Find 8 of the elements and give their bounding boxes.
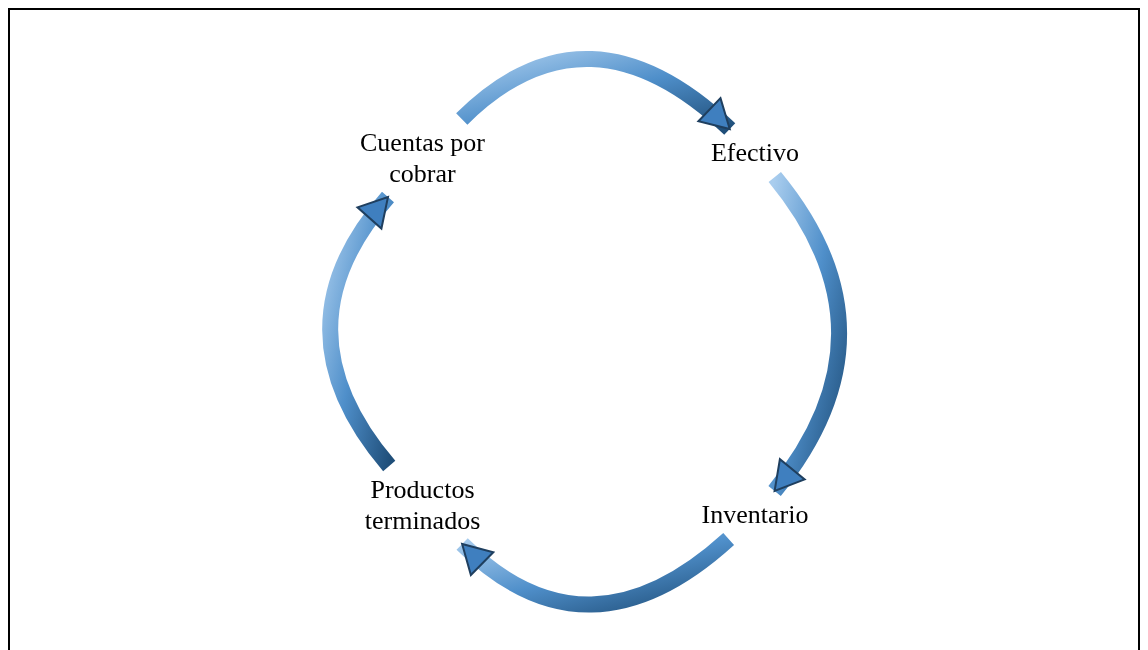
stage-label: Cuentas por cobrar — [359, 126, 486, 190]
curved-arrow — [322, 191, 396, 471]
stage-label: Productos terminados — [363, 473, 482, 537]
stage-label: Efectivo — [710, 137, 800, 169]
stage-label: Inventario — [701, 499, 809, 531]
curved-arrow — [456, 532, 734, 613]
curved-arrow — [456, 51, 736, 135]
curved-arrow — [768, 172, 847, 496]
